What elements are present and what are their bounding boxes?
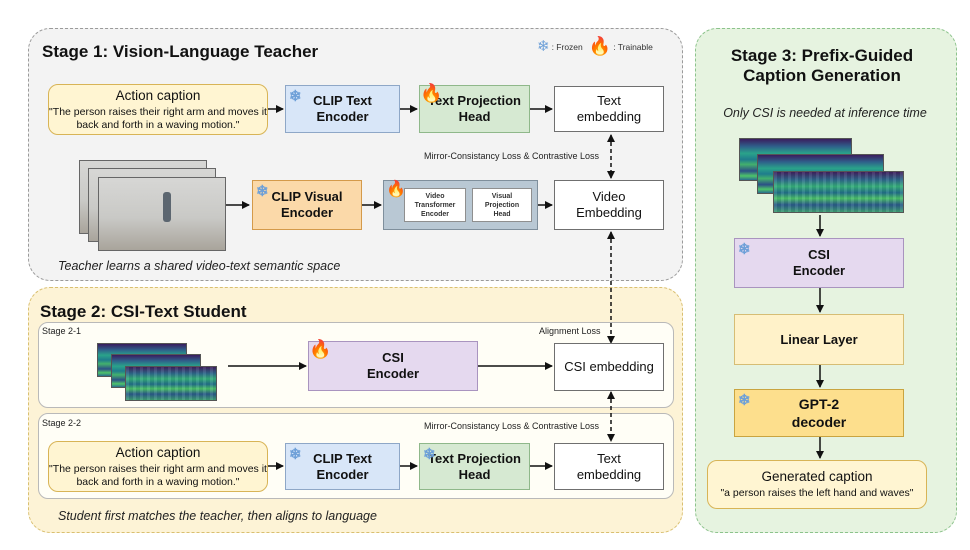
stage3-note: Only CSI is needed at inference time	[723, 106, 927, 120]
flame-icon: 🔥	[588, 36, 612, 56]
stage2-title: Stage 2: CSI-Text Student	[40, 302, 247, 321]
video-transformer-encoder-label: Video Transformer Encoder	[414, 192, 456, 218]
generated-caption-box: Generated caption "a person raises the l…	[707, 460, 927, 509]
text-embedding-box: Text embedding	[554, 86, 664, 132]
video-transformer-encoder-box: Video Transformer Encoder	[404, 188, 466, 222]
csi-encoder-3-box: ❄ CSI Encoder	[734, 238, 904, 288]
stage2-note: Student first matches the teacher, then …	[58, 509, 377, 523]
clip-text-encoder-2-box: ❄ CLIP Text Encoder	[285, 443, 400, 490]
csi-embedding-label: CSI embedding	[564, 359, 654, 374]
video-frame-3	[98, 177, 226, 251]
clip-text-encoder-box: ❄ CLIP Text Encoder	[285, 85, 400, 133]
person-figure	[163, 192, 171, 222]
generated-caption-title: Generated caption	[761, 469, 873, 484]
generated-caption-text: "a person raises the left hand and waves…	[720, 487, 914, 499]
text-embedding-2-label: Text embedding	[576, 450, 642, 482]
snowflake-icon: ❄	[537, 38, 550, 55]
text-projection-head-label: Text Projection Head	[428, 93, 521, 124]
video-embedding-label: Video Embedding	[576, 189, 642, 220]
legend-trainable-label: : Trainable	[613, 41, 653, 52]
legend: ❄ : Frozen 🔥 : Trainable	[537, 36, 653, 56]
snowflake-icon: ❄	[289, 446, 302, 463]
visual-projection-head-label: Visual Projection Head	[484, 192, 520, 218]
video-transformer-group: 🔥 Video Transformer Encoder Visual Proje…	[383, 180, 538, 230]
stage2-loss-label: Mirror-Consistancy Loss & Contrastive Lo…	[424, 421, 600, 431]
action-caption-2-title: Action caption	[115, 444, 201, 460]
stage2-2-label: Stage 2-2	[42, 418, 82, 428]
csi-encoder-box: 🔥 CSI Encoder	[308, 339, 478, 391]
flame-icon: 🔥	[386, 181, 406, 198]
stage1-loss-label: Mirror-Consistancy Loss & Contrastive Lo…	[424, 151, 600, 161]
text-projection-head-2-label: Text Projection Head	[428, 450, 521, 482]
stage3-title: Stage 3: Prefix-Guided Caption Generatio…	[730, 46, 914, 85]
text-projection-head-2-box: ❄ Text Projection Head	[419, 443, 530, 490]
text-projection-head-box: 🔥 Text Projection Head	[419, 83, 530, 133]
action-caption-2-box: Action caption "The person raises their …	[48, 441, 268, 492]
alignment-loss-label: Alignment Loss	[539, 326, 601, 336]
action-caption-title: Action caption	[115, 87, 201, 103]
snowflake-icon: ❄	[289, 88, 302, 105]
snowflake-icon: ❄	[738, 241, 751, 258]
csi-heatmap-3	[125, 366, 217, 401]
text-embedding-label: Text embedding	[576, 93, 642, 124]
csi-encoder-label: CSI Encoder	[366, 350, 419, 381]
clip-visual-encoder-label: CLIP Visual Encoder	[271, 189, 343, 220]
gpt2-decoder-box: ❄ GPT-2 decoder	[734, 389, 904, 437]
linear-layer-label: Linear Layer	[780, 332, 858, 347]
clip-text-encoder-label: CLIP Text Encoder	[313, 93, 372, 124]
flame-icon: 🔥	[309, 339, 332, 359]
snowflake-icon: ❄	[738, 392, 751, 409]
video-embedding-box: Video Embedding	[554, 180, 664, 230]
clip-visual-encoder-box: ❄ CLIP Visual Encoder	[252, 180, 362, 230]
linear-layer-box: Linear Layer	[734, 314, 904, 365]
stage2-1-label: Stage 2-1	[42, 326, 82, 336]
snowflake-icon: ❄	[256, 183, 269, 200]
stage1-note: Teacher learns a shared video-text seman…	[58, 259, 341, 273]
flame-icon: 🔥	[420, 83, 443, 103]
legend-frozen-label: : Frozen	[551, 41, 583, 52]
text-embedding-2-box: Text embedding	[554, 443, 664, 490]
csi-embedding-box: CSI embedding	[554, 343, 664, 391]
csi-encoder-3-label: CSI Encoder	[792, 247, 845, 278]
clip-text-encoder-2-label: CLIP Text Encoder	[313, 450, 372, 482]
action-caption-2-text: "The person raises their right arm and m…	[49, 462, 267, 488]
visual-projection-head-box: Visual Projection Head	[472, 188, 532, 222]
action-caption-box: Action caption "The person raises their …	[48, 84, 268, 135]
gpt2-decoder-label: GPT-2 decoder	[791, 396, 847, 430]
snowflake-icon: ❄	[423, 446, 436, 463]
stage1-title: Stage 1: Vision-Language Teacher	[42, 42, 319, 61]
action-caption-text: "The person raises their right arm and m…	[49, 105, 267, 131]
csi3-heatmap-3	[773, 171, 904, 213]
